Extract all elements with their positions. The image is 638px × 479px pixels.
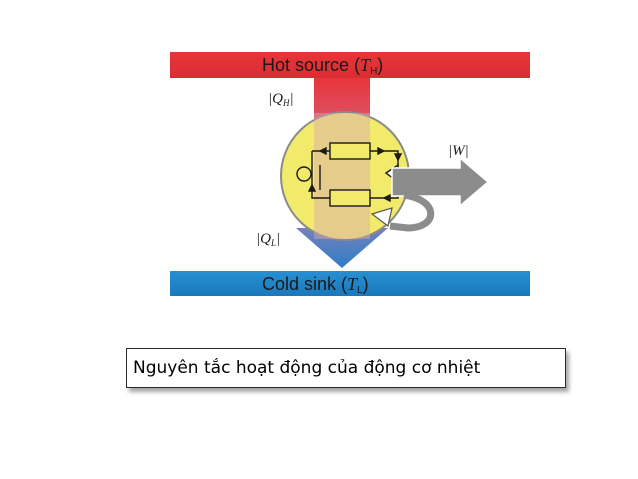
work-label: |W| [448,143,469,159]
cold-sink-label: Cold sink (TL) [262,274,369,296]
return-loop-arrow [389,191,435,232]
work-output-arrow [391,156,490,208]
return-loop-arrowhead [370,207,393,228]
heat-engine-diagram: Hot source (TH) |QH| [170,52,530,296]
hot-source-bar [170,52,530,78]
engine-cycle-schematic [296,142,403,207]
cold-sink-bar [170,271,530,296]
engine-flow-overlay [314,113,370,239]
caption-box: Nguyên tắc hoạt động của động cơ nhiệt [126,348,566,388]
ql-label: |QL| [256,231,280,248]
hot-source-label: Hot source (TH) [262,55,383,77]
caption-text: Nguyên tắc hoạt động của động cơ nhiệt [133,358,481,378]
qh-label: |QH| [268,91,294,108]
